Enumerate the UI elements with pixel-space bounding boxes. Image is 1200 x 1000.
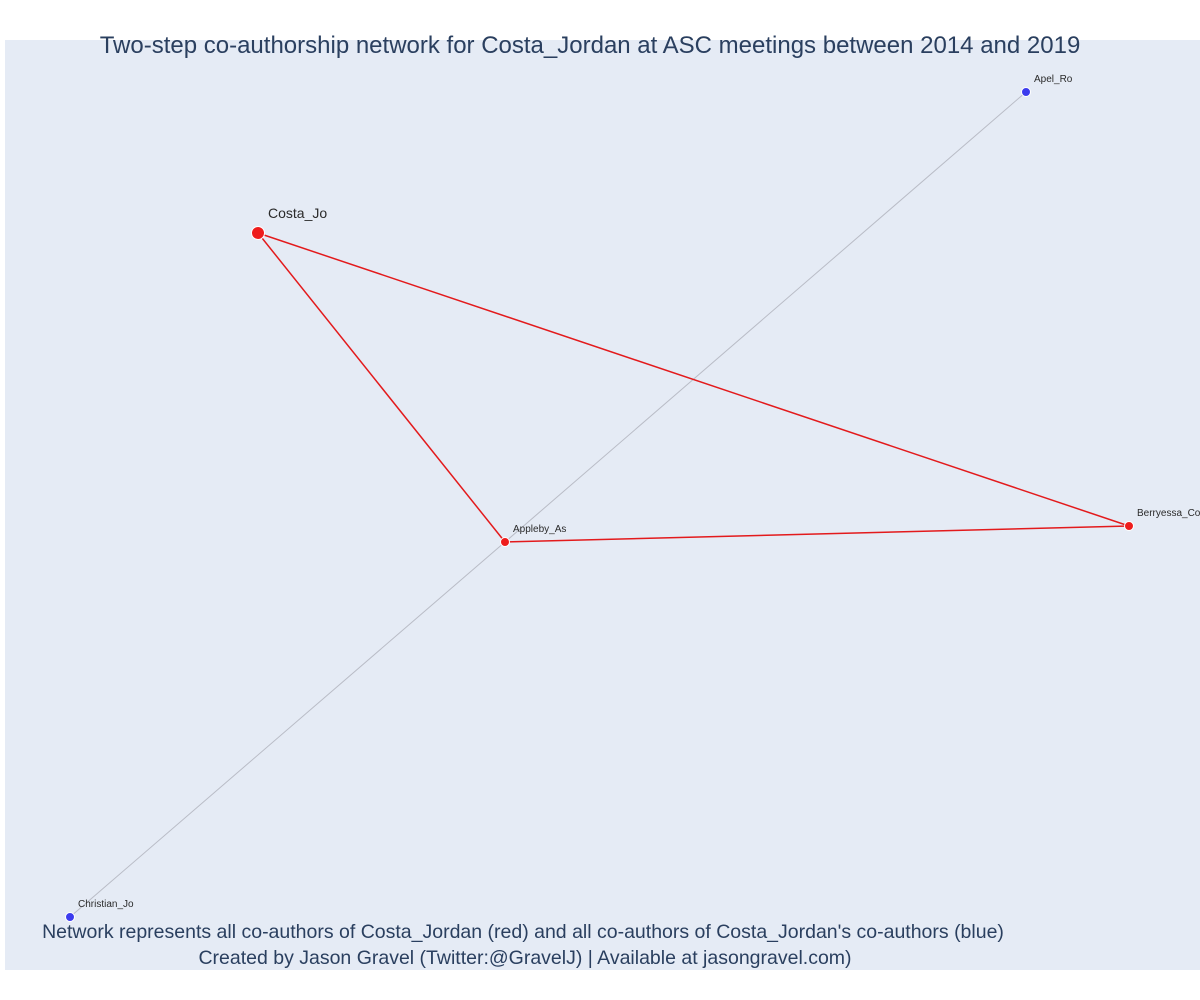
plot-background [5,40,1200,970]
node-label-apel: Apel_Ro [1034,74,1073,85]
edge-appleby-christian [69,541,506,918]
edge-appleby-berryessa [504,525,1130,543]
edge-layer [69,91,1130,918]
chart-title: Two-step co-authorship network for Costa… [100,32,1081,59]
node-apel[interactable] [1021,87,1031,97]
node-label-berryessa: Berryessa_Co [1137,508,1200,519]
edge-appleby-apel [504,91,1027,543]
node-layer [65,87,1134,922]
edge-costa-berryessa [257,232,1130,527]
node-label-costa: Costa_Jo [268,205,327,221]
node-costa[interactable] [251,226,265,240]
caption-line-2: Created by Jason Gravel (Twitter:@Gravel… [198,947,851,969]
edge-costa-appleby [257,232,506,543]
node-label-appleby: Appleby_As [513,524,566,535]
node-berryessa[interactable] [1124,521,1134,531]
caption-line-1: Network represents all co-authors of Cos… [42,921,1004,943]
node-christian[interactable] [65,912,75,922]
node-appleby[interactable] [500,537,510,547]
node-label-christian: Christian_Jo [78,899,134,910]
